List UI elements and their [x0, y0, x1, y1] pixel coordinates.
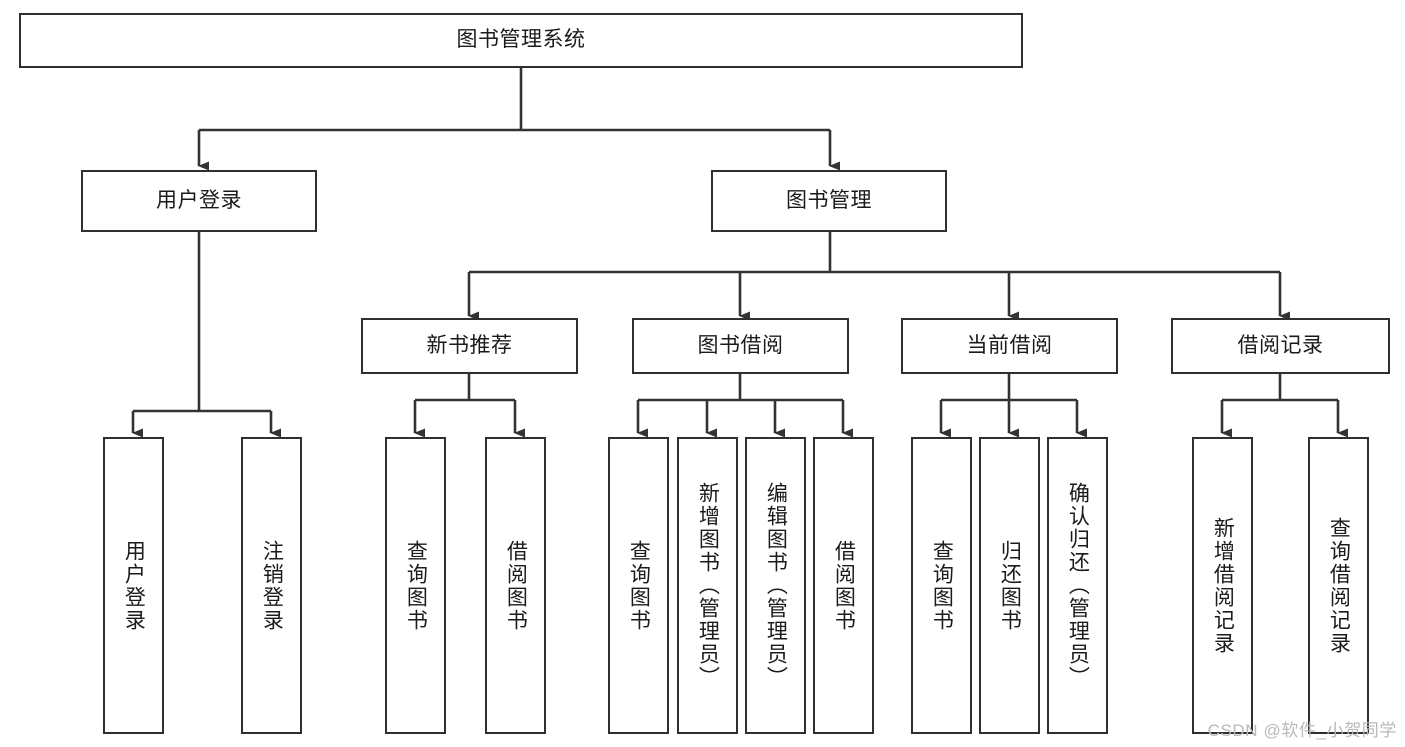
node-leaf-borrow-record-add-record[interactable]: 新增借阅记录	[1192, 437, 1253, 734]
node-root-label: 图书管理系统	[456, 28, 586, 52]
node-book-borrow[interactable]: 图书借阅	[632, 318, 849, 374]
node-user-login[interactable]: 用户登录	[81, 170, 317, 232]
node-borrow-record[interactable]: 借阅记录	[1171, 318, 1390, 374]
node-leaf-current-borrow-query-book[interactable]: 查询图书	[911, 437, 972, 734]
node-leaf-label: 确认归还（管理员）	[1066, 482, 1090, 689]
node-book-manage-label: 图书管理	[786, 188, 872, 212]
node-leaf-label: 查询图书	[930, 539, 954, 632]
node-leaf-label: 新增借阅记录	[1211, 516, 1235, 655]
node-leaf-label: 查询图书	[627, 539, 651, 632]
node-leaf-label: 查询图书	[404, 539, 428, 632]
node-leaf-label: 归还图书	[998, 539, 1022, 632]
node-leaf-current-borrow-return-book[interactable]: 归还图书	[979, 437, 1040, 734]
node-current-borrow[interactable]: 当前借阅	[901, 318, 1118, 374]
node-leaf-borrow-record-query-record[interactable]: 查询借阅记录	[1308, 437, 1369, 734]
node-leaf-label: 新增图书（管理员）	[696, 482, 720, 689]
node-borrow-record-label: 借阅记录	[1237, 333, 1324, 357]
node-book-borrow-label: 图书借阅	[697, 333, 784, 357]
node-leaf-label: 用户登录	[122, 539, 146, 632]
node-leaf-current-borrow-confirm-return-admin[interactable]: 确认归还（管理员）	[1047, 437, 1108, 734]
node-leaf-label: 编辑图书（管理员）	[764, 482, 788, 689]
node-leaf-book-borrow-borrow-book[interactable]: 借阅图书	[813, 437, 874, 734]
node-leaf-book-borrow-add-book-admin[interactable]: 新增图书（管理员）	[677, 437, 738, 734]
node-book-manage[interactable]: 图书管理	[711, 170, 947, 232]
node-leaf-user-login-signout[interactable]: 注销登录	[241, 437, 302, 734]
node-leaf-label: 注销登录	[260, 539, 284, 632]
node-leaf-book-borrow-query-book[interactable]: 查询图书	[608, 437, 669, 734]
node-leaf-label: 借阅图书	[832, 539, 856, 632]
node-leaf-label: 查询借阅记录	[1327, 516, 1351, 655]
node-leaf-label: 借阅图书	[504, 539, 528, 632]
node-leaf-new-book-borrow-book[interactable]: 借阅图书	[485, 437, 546, 734]
node-current-borrow-label: 当前借阅	[966, 333, 1053, 357]
watermark-text: CSDN @软件_小贺同学	[1207, 721, 1397, 740]
node-new-book-recommend-label: 新书推荐	[426, 333, 513, 357]
node-leaf-new-book-query-book[interactable]: 查询图书	[385, 437, 446, 734]
node-new-book-recommend[interactable]: 新书推荐	[361, 318, 578, 374]
node-root-library-system[interactable]: 图书管理系统	[19, 13, 1023, 68]
node-leaf-user-login-signin[interactable]: 用户登录	[103, 437, 164, 734]
node-leaf-book-borrow-edit-book-admin[interactable]: 编辑图书（管理员）	[745, 437, 806, 734]
node-user-login-label: 用户登录	[156, 188, 242, 212]
